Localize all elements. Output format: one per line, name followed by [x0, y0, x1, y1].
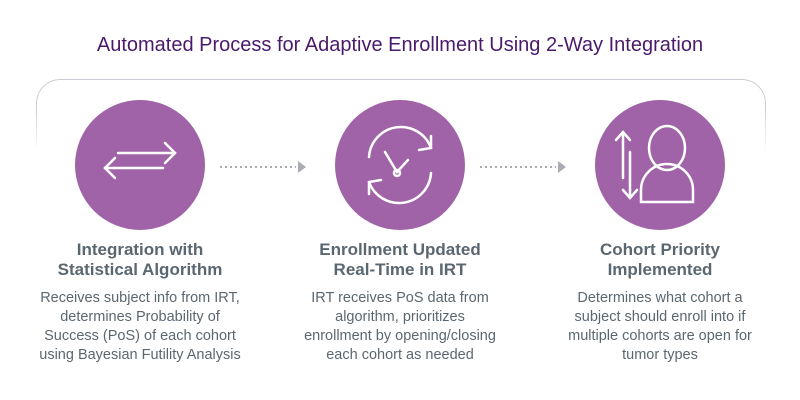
desc-line: Receives subject info from IRT, — [40, 290, 240, 306]
step-2: Enrollment Updated Real-Time in IRT IRT … — [275, 240, 525, 365]
step-2-heading-line-1: Enrollment Updated — [319, 240, 481, 259]
desc-line: Success (PoS) of each cohort — [44, 328, 236, 344]
desc-line: tumor types — [622, 347, 698, 363]
step-3-circle — [595, 100, 725, 230]
user-sort-icon — [614, 124, 695, 204]
step-3-heading-line-2: Implemented — [607, 260, 713, 279]
step-3-heading-line-1: Cohort Priority — [600, 240, 720, 259]
desc-line: Determines what cohort a — [577, 290, 743, 306]
desc-line: each cohort as needed — [326, 347, 474, 363]
step-2-heading-line-2: Real-Time in IRT — [333, 260, 467, 279]
step-1: Integration with Statistical Algorithm R… — [15, 240, 265, 365]
desc-line: multiple cohorts are open for — [568, 328, 752, 344]
diagram-title: Automated Process for Adaptive Enrollmen… — [96, 34, 704, 56]
step-2-circle — [335, 100, 465, 230]
two-way-arrows-icon — [103, 141, 177, 180]
desc-line: subject should enroll into if — [574, 309, 746, 325]
clock-refresh-icon — [367, 125, 433, 205]
desc-line: using Bayesian Futility Analysis — [39, 347, 241, 363]
step-1-heading-line-1: Integration with — [76, 240, 204, 259]
desc-line: IRT receives PoS data from — [311, 290, 489, 306]
step-2-description: IRT receives PoS data from algorithm, pri… — [275, 289, 525, 365]
flow-arrow-1 — [220, 161, 306, 173]
flow-arrow-2 — [480, 161, 566, 173]
step-3: Cohort Priority Implemented Determines w… — [535, 240, 785, 365]
step-1-heading-line-2: Statistical Algorithm — [57, 260, 223, 279]
step-1-description: Receives subject info from IRT, determine… — [15, 289, 265, 365]
desc-line: algorithm, prioritizes — [335, 309, 465, 325]
desc-line: enrollment by opening/closing — [304, 328, 496, 344]
process-frame — [36, 79, 766, 170]
desc-line: determines Probability of — [60, 309, 220, 325]
step-3-description: Determines what cohort a subject should e… — [535, 289, 785, 365]
step-1-circle — [75, 100, 205, 230]
